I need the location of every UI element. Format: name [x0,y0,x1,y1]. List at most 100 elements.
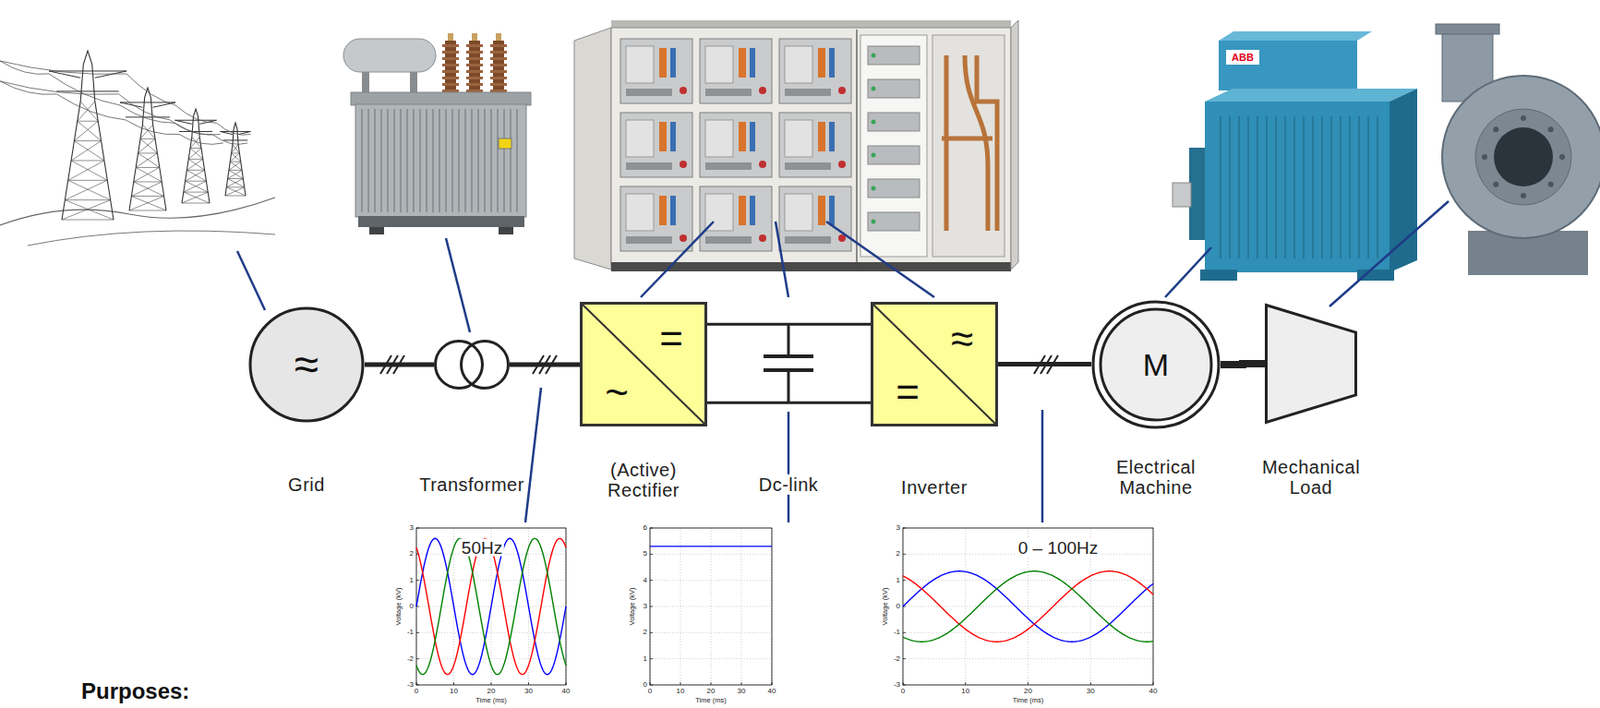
motor-body [1204,101,1390,273]
motor-side [1389,88,1418,273]
circle-outline [250,308,363,422]
cooling-fin [360,108,363,213]
ac-symbol: ≈ [294,342,319,387]
tick-mark [649,579,653,581]
status-led [871,186,877,192]
tick-mark [902,579,906,581]
cooling-fin [419,108,422,213]
cooling-fin [432,108,434,213]
converter-diagonal [873,304,996,424]
pump-volute [1442,75,1600,239]
cabinet-body [611,27,1011,265]
tower-bracing [181,137,210,204]
cooling-grill [1228,116,1231,259]
cooling-fin [477,108,480,213]
cooling-grill [1376,116,1379,259]
module-board [784,193,813,231]
tick-label: 0 [648,687,652,696]
tower-bracing [225,144,246,196]
tick-label: 0 [901,687,905,696]
module-board [784,46,813,84]
dc-voltage-curve [649,545,772,547]
power-module [779,112,852,178]
conservator-tank [343,38,436,73]
tick-label: 3 [643,602,648,611]
shape-outline [873,304,996,424]
control-device [867,212,920,231]
leader-line [1041,409,1045,523]
module-board [705,120,734,157]
cooling-grill [1265,116,1268,259]
capacitor-lead [787,324,791,356]
tick-mark [710,682,712,686]
flange-bolt [1548,181,1554,188]
tower-cross-arm [120,102,176,118]
tick-label: 10 [449,687,458,696]
cooling-fin [457,108,460,213]
bushing-shed [466,57,483,61]
component-label: Dc-link [757,474,821,495]
tower-bracing [129,124,167,211]
frequency-label: 0 – 100Hz [1016,539,1101,557]
cooling-fin [367,108,370,213]
conductor-wire [48,73,121,106]
module-busbar [738,121,746,152]
motor-foot [1357,269,1395,281]
cooling-fin [470,108,473,213]
tick-label: 0 [414,687,419,696]
module-part [758,86,767,95]
leader-line [525,387,542,523]
tick-label: -1 [407,628,414,637]
module-busbar [659,121,667,152]
status-led [871,153,877,158]
tick-label: 40 [768,687,777,696]
tick-label: 40 [1149,687,1158,696]
phase-voltage-curve [416,538,566,674]
grid-source-symbol: ≈Grid [248,306,365,423]
cooling-pipe [941,136,993,142]
cooling-fin [412,108,415,213]
status-led [871,120,877,125]
leader-line [787,411,791,523]
control-device [867,46,920,65]
phase-voltage-curve [416,538,566,674]
bushing-shed [442,50,459,54]
tick-mark [1090,682,1092,686]
power-line-sketch [0,50,276,246]
module-part [749,48,756,78]
transformer-base [358,216,525,228]
module-part [670,48,676,78]
cooling-grill [1275,116,1277,259]
conservator-support [361,72,370,95]
bushing-shed [490,83,507,86]
warning-sticker [498,138,512,149]
cooling-fin [393,108,396,213]
bushing-shed [490,50,507,54]
tick-mark [680,682,682,686]
conductor-wire [175,122,221,135]
cooling-fin [464,108,467,213]
machine-letter: M [1142,348,1169,381]
tick-mark [649,606,653,608]
terminal-box-top [1218,31,1372,41]
module-part [784,236,831,244]
grid-line [416,579,566,581]
pump-photo [1435,24,1600,276]
motor-top [1204,88,1418,102]
conductor-wire [0,81,120,95]
nozzle-flange [1435,24,1500,35]
tick-label: 2 [643,628,648,637]
cooling-fin [438,108,441,213]
dc-link-capacitor: Dc-link [763,324,814,404]
leader-line [640,221,714,298]
module-part [838,86,846,95]
cooling-grill [1247,116,1250,259]
module-part [625,88,673,97]
conductor-wire [56,94,126,121]
cooling-grill [1339,116,1342,259]
grid-line [649,606,772,608]
tick-mark [416,658,420,660]
bushing-shed [442,70,459,73]
axis-title: Voltage (kV) [628,588,637,626]
